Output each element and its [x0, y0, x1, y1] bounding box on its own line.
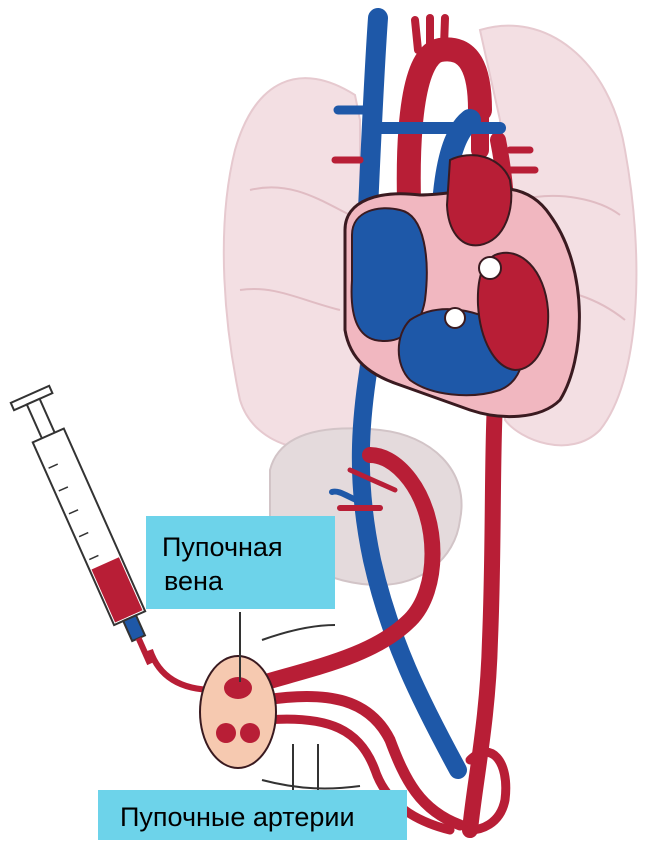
umbilical-vein-label-line2: вена: [162, 564, 335, 598]
umbilical-arteries-label-text: Пупочные артерии: [120, 802, 355, 832]
umbilical-cord-section: [200, 656, 276, 768]
umbilical-arteries-label: Пупочные артерии: [98, 790, 407, 840]
left-lung: [224, 78, 360, 450]
left-atrium: [447, 155, 511, 245]
umbilical-vein-label-line1: Пупочная: [162, 530, 335, 564]
umbilical-vein-label: Пупочная вена: [146, 516, 335, 609]
